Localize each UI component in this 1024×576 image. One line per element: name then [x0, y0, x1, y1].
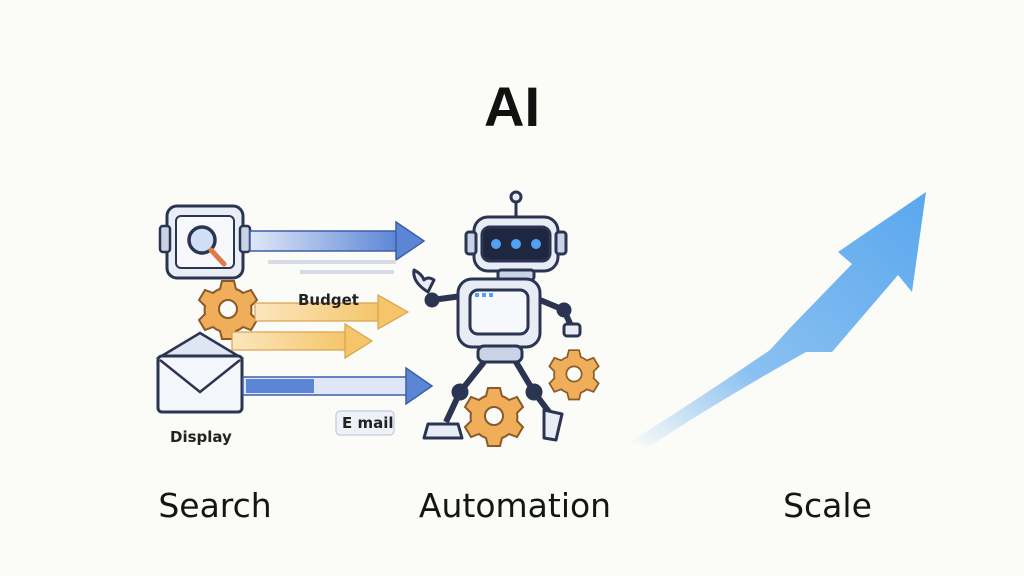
caption-search: Search	[158, 486, 272, 525]
growth-arrow-icon	[630, 192, 926, 446]
display-label: Display	[170, 428, 232, 446]
caption-automation: Automation	[418, 486, 612, 525]
email-label: E mail	[342, 414, 394, 432]
search-app-icon	[158, 204, 252, 280]
gear-icon	[197, 280, 259, 340]
gear-icon	[548, 349, 600, 401]
caption-scale: Scale	[783, 486, 872, 525]
display-flow-arrow	[242, 366, 434, 406]
page-title: AI	[484, 75, 540, 138]
envelope-icon	[155, 331, 245, 414]
budget-flow-arrows	[231, 293, 410, 360]
robot-icon	[412, 190, 582, 442]
search-flow-arrow	[249, 220, 426, 274]
budget-label: Budget	[298, 291, 359, 309]
gear-icon	[463, 387, 525, 447]
email-label-box	[335, 410, 395, 436]
